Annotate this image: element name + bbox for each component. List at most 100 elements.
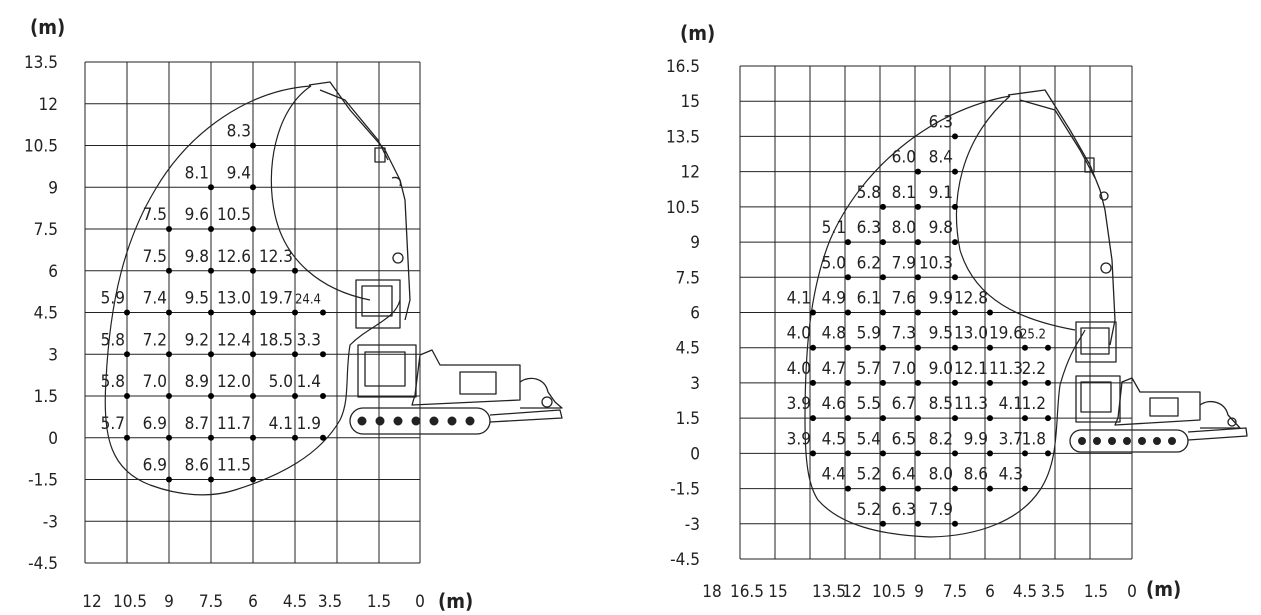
right-load-point bbox=[952, 344, 958, 351]
right-capacity-label: 7.3 bbox=[892, 324, 916, 344]
right-capacity-label: 9.9 bbox=[929, 289, 953, 309]
right-y-unit-label: (m) bbox=[680, 21, 715, 45]
right-capacity-label: 19.6 bbox=[989, 324, 1023, 344]
right-capacity-label: 12.1 bbox=[954, 359, 988, 379]
left-load-point bbox=[166, 434, 172, 441]
right-capacity-label: 4.3 bbox=[999, 465, 1023, 485]
right-y-tick-label: 0 bbox=[690, 444, 700, 464]
right-load-point bbox=[810, 450, 816, 457]
right-capacity-label: 11.3 bbox=[954, 394, 988, 414]
right-load-point bbox=[987, 309, 993, 316]
left-load-point bbox=[292, 267, 298, 274]
left-y-tick-label: -4.5 bbox=[28, 554, 58, 574]
left-capacity-label: 8.6 bbox=[185, 456, 209, 476]
right-capacity-label: 5.7 bbox=[857, 359, 881, 379]
left-load-point bbox=[166, 267, 172, 274]
right-load-point bbox=[880, 485, 886, 492]
right-capacity-label: 9.0 bbox=[929, 359, 953, 379]
right-load-point bbox=[1022, 450, 1028, 457]
right-x-tick-label: 12 bbox=[842, 582, 861, 602]
left-capacity-label: 24.4 bbox=[295, 293, 321, 308]
right-excavator-base bbox=[1069, 375, 1248, 453]
right-load-point bbox=[1045, 344, 1051, 351]
right-load-point bbox=[915, 485, 921, 492]
right-capacity-label: 3.7 bbox=[999, 429, 1023, 449]
right-y-tick-label: 13.5 bbox=[666, 127, 700, 147]
right-grid: 16.51513.51210.597.564.531.50-1.5-3-4.51… bbox=[666, 57, 1137, 602]
left-capacity-label: 1.9 bbox=[297, 414, 321, 434]
right-load-point bbox=[915, 520, 921, 527]
left-y-tick-label: 12 bbox=[39, 95, 58, 115]
left-capacity-label: 12.4 bbox=[217, 330, 251, 350]
right-load-point bbox=[880, 239, 886, 246]
right-capacity-label: 5.2 bbox=[857, 465, 881, 485]
left-working-range-envelope bbox=[104, 85, 401, 496]
right-capacity-label: 2.2 bbox=[1022, 359, 1046, 379]
left-load-point bbox=[320, 351, 326, 358]
right-x-tick-label: 15 bbox=[768, 582, 787, 602]
left-load-point bbox=[292, 309, 298, 316]
right-capacity-label: 4.1 bbox=[787, 289, 811, 309]
right-x-unit-label: (m) bbox=[1146, 577, 1181, 601]
left-y-tick-label: -1.5 bbox=[28, 471, 58, 491]
right-capacity-label: 5.2 bbox=[857, 500, 881, 520]
left-capacity-label: 5.8 bbox=[101, 372, 125, 392]
right-load-point bbox=[1022, 344, 1028, 351]
right-y-tick-label: -4.5 bbox=[670, 550, 700, 570]
right-load-point bbox=[845, 274, 851, 281]
right-x-tick-label: 13.5 bbox=[812, 582, 846, 602]
left-capacity-label: 8.3 bbox=[227, 122, 251, 142]
right-y-tick-label: 3 bbox=[690, 374, 700, 394]
right-capacity-label: 4.6 bbox=[822, 394, 846, 414]
left-x-unit-label: (m) bbox=[438, 589, 473, 613]
left-y-tick-label: 13.5 bbox=[24, 53, 58, 73]
right-load-point bbox=[845, 485, 851, 492]
left-capacity-label: 1.4 bbox=[297, 372, 321, 392]
left-load-point bbox=[320, 393, 326, 399]
left-capacity-label: 12.3 bbox=[259, 247, 293, 267]
left-x-tick-label: 6 bbox=[248, 592, 258, 612]
right-load-point bbox=[952, 450, 958, 457]
right-load-point bbox=[810, 344, 816, 351]
left-load-point bbox=[250, 434, 256, 441]
left-capacity-label: 5.9 bbox=[101, 289, 125, 309]
right-capacity-label: 8.0 bbox=[929, 465, 953, 485]
left-capacity-label: 13.0 bbox=[217, 289, 251, 309]
right-x-tick-label: 6 bbox=[985, 582, 995, 602]
right-load-point bbox=[915, 203, 921, 210]
right-load-point bbox=[915, 274, 921, 281]
left-y-unit-label: (m) bbox=[30, 15, 65, 39]
right-load-point bbox=[987, 450, 993, 457]
right-load-point bbox=[915, 344, 921, 351]
right-capacity-diagram: (m) (m) 16.51513.51210.597.564.531.50-1.… bbox=[666, 21, 1248, 602]
left-load-point bbox=[292, 434, 298, 441]
right-load-point bbox=[880, 450, 886, 457]
left-capacity-label: 19.7 bbox=[259, 289, 293, 309]
right-load-point bbox=[987, 415, 993, 422]
right-capacity-label: 6.3 bbox=[857, 218, 881, 238]
left-load-point bbox=[250, 351, 256, 358]
right-capacity-label: 6.5 bbox=[892, 429, 916, 449]
left-load-point bbox=[208, 351, 214, 358]
left-load-point bbox=[250, 476, 256, 483]
right-capacity-label: 1.8 bbox=[1022, 429, 1046, 449]
right-capacity-label: 8.5 bbox=[929, 394, 953, 414]
left-y-tick-label: 0 bbox=[48, 429, 58, 449]
right-y-tick-label: 15 bbox=[681, 92, 700, 112]
right-load-point bbox=[987, 379, 993, 386]
left-load-point bbox=[208, 309, 214, 316]
right-capacity-label: 13.0 bbox=[954, 324, 988, 344]
right-capacity-label: 7.9 bbox=[892, 253, 916, 273]
right-working-range-envelope bbox=[804, 95, 1086, 538]
left-capacity-label: 9.5 bbox=[185, 289, 209, 309]
left-capacity-label: 4.1 bbox=[269, 414, 293, 434]
left-capacity-label: 7.5 bbox=[143, 205, 167, 225]
right-capacity-label: 4.4 bbox=[822, 465, 846, 485]
right-capacity-label: 7.9 bbox=[929, 500, 953, 520]
right-load-point bbox=[952, 133, 958, 140]
left-y-tick-label: 7.5 bbox=[34, 220, 58, 240]
right-capacity-label: 4.5 bbox=[822, 429, 846, 449]
right-load-point bbox=[952, 239, 958, 246]
